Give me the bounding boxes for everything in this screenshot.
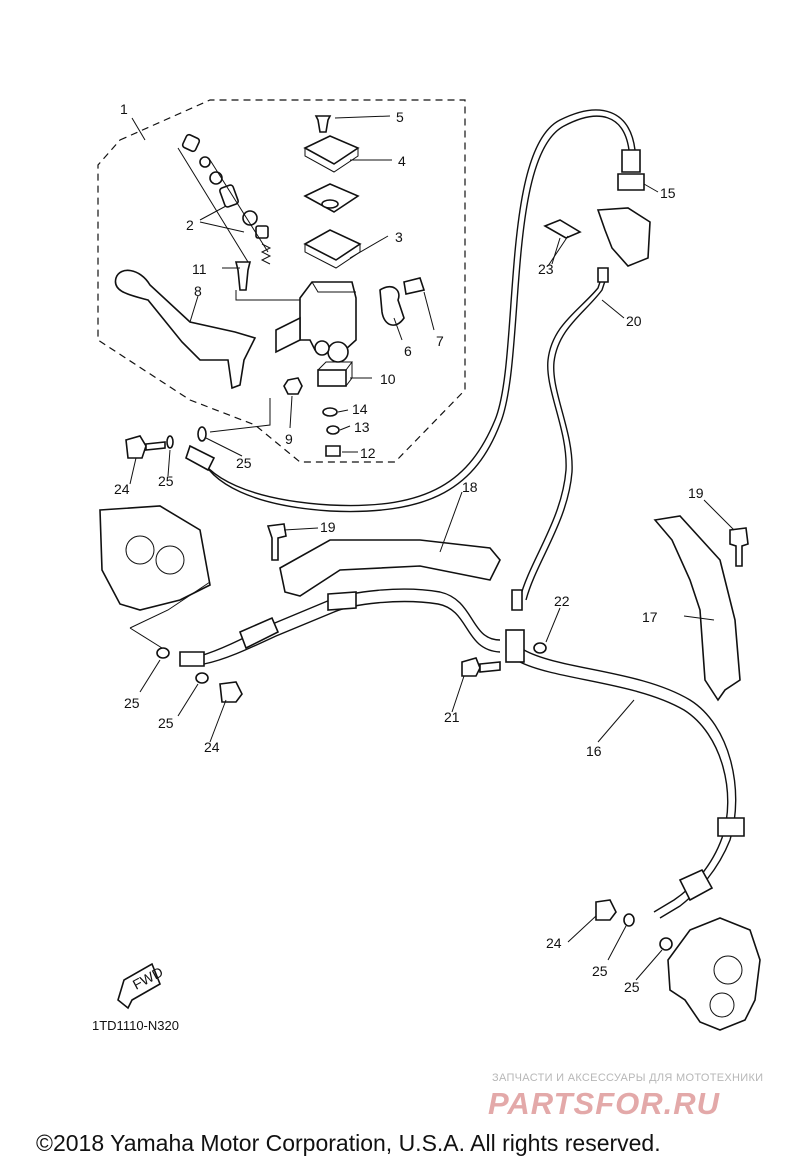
callout-25-f: 25 — [624, 979, 640, 995]
joint-washer — [533, 642, 547, 654]
callout-19-left: 19 — [320, 519, 336, 535]
callout-5: 5 — [396, 109, 404, 125]
callout-25-d: 25 — [158, 715, 174, 731]
partsfor-logo: PARTSFOR.RU — [488, 1086, 721, 1120]
switch-washer — [322, 407, 338, 417]
assembly-boundary — [97, 99, 466, 463]
guide-bolt-right — [729, 527, 749, 567]
brake-lever — [114, 269, 257, 390]
left-caliper — [99, 505, 211, 611]
hose-holder — [596, 207, 651, 267]
callout-17: 17 — [642, 609, 658, 625]
callout-22: 22 — [554, 593, 570, 609]
hose-guide — [543, 219, 582, 239]
callout-9: 9 — [285, 431, 293, 447]
forward-arrow-icon: FWD — [117, 962, 166, 1010]
left-union-bolt — [219, 681, 243, 703]
master-cylinder-body — [299, 281, 357, 351]
callout-25-c: 25 — [124, 695, 140, 711]
callout-6: 6 — [404, 343, 412, 359]
callout-16: 16 — [586, 743, 602, 759]
logo-text: PARTSFOR.RU — [488, 1086, 721, 1120]
drawing-code: 1TD1110-N320 — [92, 1018, 179, 1033]
callout-25-a: 25 — [158, 473, 174, 489]
lever-nut — [283, 377, 303, 395]
brake-hose-joint — [505, 629, 525, 663]
right-caliper — [667, 917, 761, 1031]
callout-10: 10 — [380, 371, 396, 387]
guide-bolt-upper — [266, 523, 287, 561]
brake-switch — [317, 369, 347, 387]
callout-8: 8 — [194, 283, 202, 299]
callout-21: 21 — [444, 709, 460, 725]
callout-leaders — [129, 115, 735, 981]
hose-cover-17 — [653, 515, 741, 702]
hose-cover-18 — [279, 539, 501, 597]
callout-4: 4 — [398, 153, 406, 169]
callout-25-b: 25 — [236, 455, 252, 471]
pivot-bolt — [234, 261, 252, 291]
joint-bolt — [461, 657, 501, 677]
callout-numbers: 1 2 3 4 5 6 7 8 9 10 11 12 13 14 15 16 1… — [114, 101, 704, 995]
callout-1: 1 — [120, 101, 128, 117]
holder-bolt — [403, 277, 426, 295]
callout-24-upper: 24 — [114, 481, 130, 497]
copyright-notice: ©2018 Yamaha Motor Corporation, U.S.A. A… — [36, 1130, 661, 1156]
right-union-bolt — [595, 899, 617, 921]
callout-23: 23 — [538, 261, 554, 277]
diaphragm-holder — [303, 229, 362, 261]
upper-union-bolt — [125, 435, 166, 459]
callout-12: 12 — [360, 445, 376, 461]
callout-24-left: 24 — [204, 739, 220, 755]
callout-18: 18 — [462, 479, 478, 495]
callout-7: 7 — [436, 333, 444, 349]
brake-hose-right — [523, 649, 737, 919]
holder-bracket — [379, 285, 405, 326]
callout-3: 3 — [395, 229, 403, 245]
brake-hose-upper — [194, 109, 636, 507]
piston-kit — [177, 133, 272, 265]
callout-13: 13 — [354, 419, 370, 435]
switch-screw — [325, 445, 341, 457]
callout-25-e: 25 — [592, 963, 608, 979]
brake-pipe — [519, 275, 603, 599]
callout-2: 2 — [186, 217, 194, 233]
watermark-tagline: ЗАПЧАСТИ И АКСЕССУАРЫ ДЛЯ МОТОТЕХНИКИ — [492, 1072, 764, 1084]
master-cylinder-group — [114, 115, 426, 457]
switch-nut — [326, 425, 340, 435]
callout-24-right: 24 — [546, 935, 562, 951]
callout-14: 14 — [352, 401, 368, 417]
callout-15: 15 — [660, 185, 676, 201]
brake-hose-left — [199, 588, 501, 657]
callout-20: 20 — [626, 313, 642, 329]
cap-screw — [314, 115, 332, 133]
callout-19-right: 19 — [688, 485, 704, 501]
callout-11: 11 — [192, 261, 207, 277]
